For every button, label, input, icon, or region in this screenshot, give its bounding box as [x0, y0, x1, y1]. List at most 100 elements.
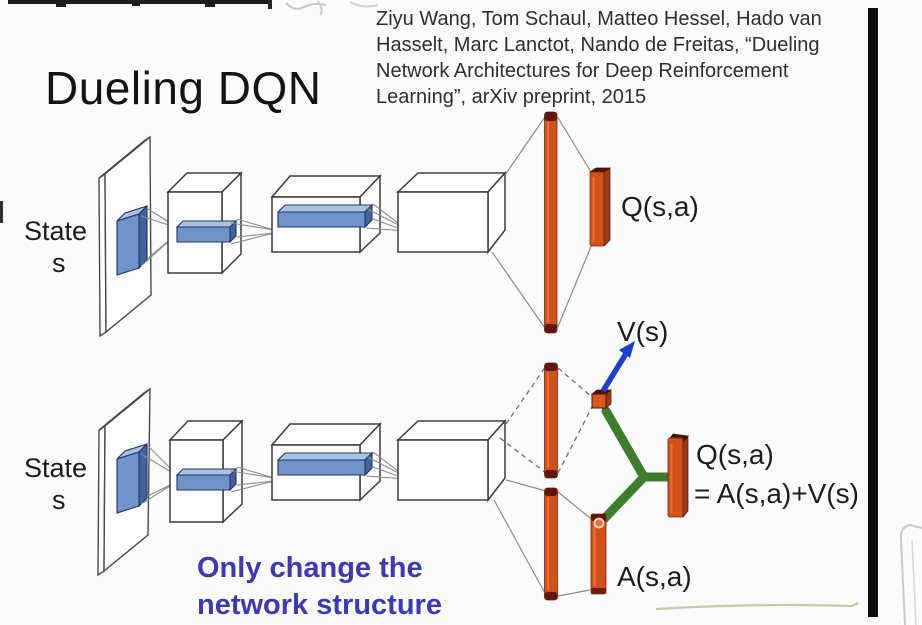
state-label: State — [24, 216, 87, 246]
bar-cap-top — [544, 363, 558, 371]
bar-body — [589, 171, 605, 247]
dueling-network: State s — [24, 316, 859, 621]
bar-cap-top — [544, 112, 557, 121]
aggregate-branch — [598, 406, 674, 525]
note-line-2: network structure — [197, 589, 442, 621]
slab-front — [176, 474, 231, 491]
slab-top — [276, 452, 374, 461]
citation-line: Ziyu Wang, Tom Schaul, Matteo Hessel, Ha… — [376, 8, 822, 30]
box-top — [396, 172, 507, 193]
conv-box-3 — [396, 419, 507, 503]
patch-side — [138, 204, 148, 270]
arrow-head — [619, 341, 635, 358]
advantage-label: A(s,a) — [617, 561, 692, 592]
feature-slab-2 — [276, 203, 374, 229]
scrap-mark-left — [0, 201, 3, 223]
feature-slab-1 — [175, 467, 238, 492]
fc-fan-line — [491, 251, 548, 332]
q-output-bar — [588, 167, 612, 247]
value-fan-dashed — [505, 365, 547, 425]
patch-side — [138, 442, 148, 508]
bar-cap-top — [544, 488, 558, 496]
fc-fan-line — [556, 243, 593, 330]
bar-node-dot — [593, 517, 605, 529]
bar-body — [667, 437, 684, 518]
cone-line — [236, 466, 275, 479]
input-patch — [116, 442, 148, 514]
bar-cap-bottom — [544, 324, 557, 333]
advantage-bar-line — [557, 589, 591, 597]
slab-front — [277, 211, 366, 228]
divider-bar — [868, 8, 878, 617]
value-node-dashed — [557, 406, 593, 474]
advantage-stream-bar — [544, 487, 558, 601]
page-title: Dueling DQN — [45, 62, 322, 114]
bar-body — [544, 362, 558, 479]
cone-line — [230, 470, 275, 479]
corner-inner — [911, 539, 917, 625]
slab-top — [276, 204, 374, 213]
q-combined-bar — [667, 433, 689, 518]
slab-top — [175, 468, 238, 476]
state-symbol: s — [52, 485, 66, 515]
fc-layer-bar — [544, 111, 558, 334]
value-node-dashed — [557, 367, 593, 398]
cone-line — [236, 218, 275, 231]
fc-fan-line — [556, 115, 592, 173]
citation-block: Ziyu Wang, Tom Schaul, Matteo Hessel, Ha… — [376, 8, 822, 108]
conv-box-3 — [396, 171, 507, 255]
value-node — [591, 389, 612, 409]
bar-cap-bottom — [544, 592, 558, 600]
faint-scribble — [317, 0, 323, 16]
value-stream-bar — [544, 362, 558, 479]
value-label: V(s) — [617, 316, 668, 347]
advantage-output-bar — [590, 513, 607, 595]
patch-front — [116, 213, 140, 276]
state-label: State — [24, 453, 87, 483]
conv-cone-2 — [230, 466, 275, 493]
conv-cone-2 — [230, 218, 275, 245]
value-arrow-icon — [600, 341, 635, 393]
scrap-mark — [132, 3, 140, 6]
scrap-strip — [8, 0, 272, 4]
bar-side — [603, 167, 611, 247]
bar-body — [544, 487, 558, 601]
q-formula-label: = A(s,a)+V(s) — [694, 478, 859, 509]
clipped-text-scraps — [0, 0, 379, 223]
note-line-1: Only change the — [197, 552, 423, 584]
standard-network: State s — [24, 111, 699, 338]
box-front — [397, 191, 489, 253]
cone-line — [230, 232, 275, 245]
page-corner-outline — [899, 523, 922, 625]
feature-slab-2 — [276, 451, 374, 477]
q-value-label: Q(s,a) — [621, 191, 699, 222]
bar-side — [682, 434, 689, 518]
box-front — [397, 439, 489, 501]
scrap-mark — [205, 3, 215, 7]
citation-line: Network Architectures for Deep Reinforce… — [376, 60, 789, 82]
advantage-fan-line — [505, 479, 547, 492]
node-front — [591, 393, 607, 409]
advantage-fan-line — [493, 499, 547, 596]
faint-underline — [655, 602, 859, 611]
cone-line — [230, 222, 275, 231]
q-combined-label: Q(s,a) — [696, 439, 774, 470]
slab-front — [176, 226, 231, 243]
citation-line: Learning”, arXiv preprint, 2015 — [376, 86, 646, 108]
arrow-shaft — [600, 350, 630, 393]
bar-cap-bottom — [591, 588, 606, 594]
scrap-mark — [268, 0, 272, 9]
box-top — [396, 420, 507, 441]
cone-line — [236, 480, 275, 486]
value-fan-dashed — [499, 437, 547, 474]
bar-body — [544, 111, 558, 334]
faint-scribble — [349, 1, 379, 8]
fc-fan-line — [504, 113, 548, 176]
citation-line: Hasselt, Marc Lanctot, Nando de Freitas,… — [376, 34, 820, 56]
bar-cap-bottom — [544, 470, 558, 478]
slab-front — [277, 459, 366, 476]
cone-line — [236, 232, 275, 238]
corner-outer — [899, 523, 922, 625]
feature-slab-1 — [175, 219, 238, 244]
